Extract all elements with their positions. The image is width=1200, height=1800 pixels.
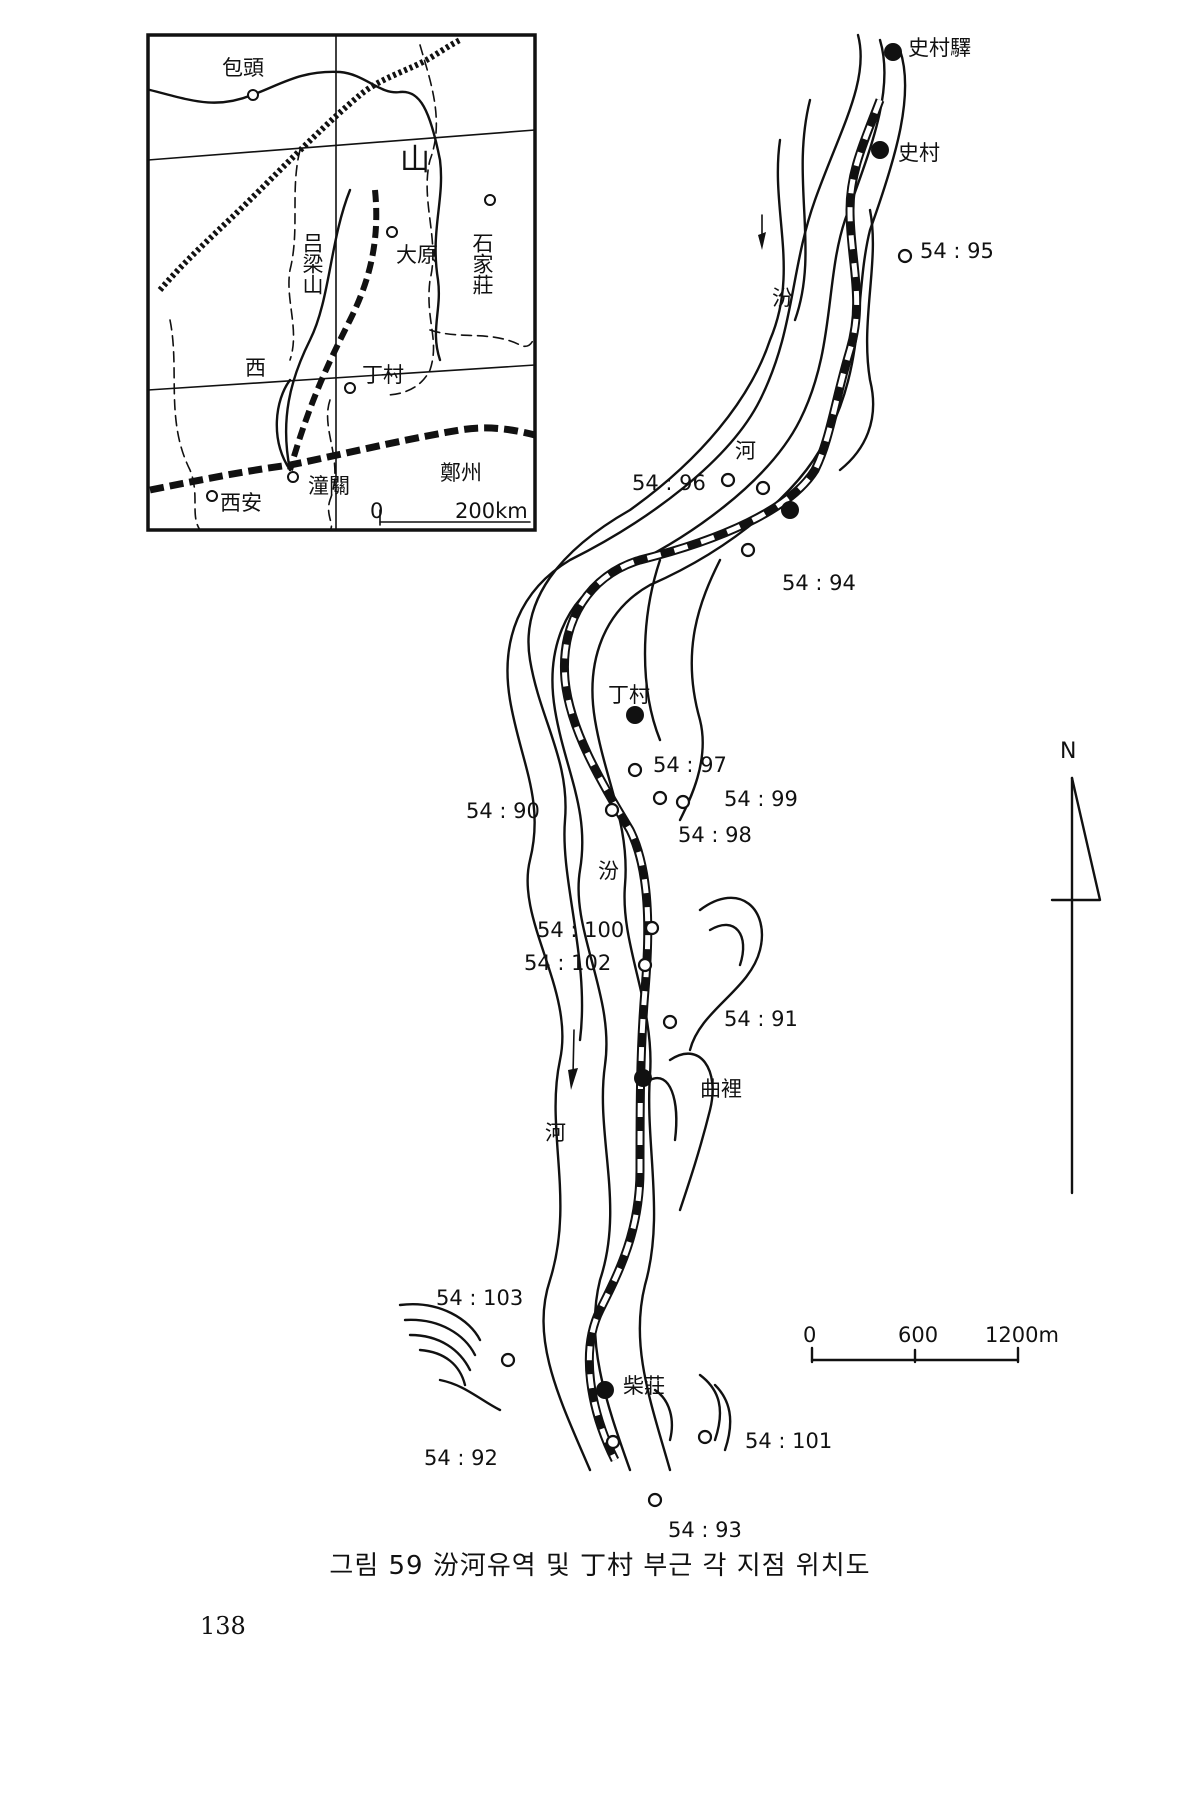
- inset-place-xi: 西: [245, 356, 266, 380]
- inset-place-dingcun: 丁村: [362, 363, 404, 387]
- inset-scale-start: 0: [370, 499, 383, 523]
- north-arrow: N: [1050, 739, 1102, 1195]
- site-label-54-99: 54 : 99: [724, 787, 798, 811]
- site-label-54-103: 54 : 103: [436, 1286, 523, 1310]
- river-label-fen-2: 汾: [598, 859, 619, 883]
- town-label-quli: 曲裡: [700, 1077, 742, 1101]
- town-label-dingcun: 丁村: [608, 683, 650, 707]
- inset-place-shan: 山: [400, 143, 430, 178]
- river-label-fen-1: 汾: [772, 286, 793, 310]
- site-label-54-92: 54 : 92: [424, 1446, 498, 1470]
- north-label: N: [1060, 739, 1076, 764]
- inset-place-baotou: 包頭: [222, 56, 264, 80]
- inset-place-tongguan: 潼關: [308, 474, 350, 498]
- site-label-54-96: 54 : 96: [632, 471, 706, 495]
- site-label-54-102: 54 : 102: [524, 951, 611, 975]
- scale-label-0: 0: [803, 1323, 816, 1347]
- site-label-54-97: 54 : 97: [653, 753, 727, 777]
- town-label-chaizhuang: 柴莊: [623, 1374, 665, 1398]
- inset-scale-end: 200km: [455, 499, 528, 523]
- site-label-54-94: 54 : 94: [782, 571, 856, 595]
- inset-place-taiyuan: 大原: [396, 243, 438, 267]
- inset-place-shijiazhuang: 石家莊: [470, 232, 494, 295]
- site-label-54-95: 54 : 95: [920, 239, 994, 263]
- scale-label-600: 600: [898, 1323, 938, 1347]
- site-label-54-90: 54 : 90: [466, 799, 540, 823]
- scale-label-1200m: 1200m: [985, 1323, 1059, 1347]
- inset-place-xian: 西安: [220, 491, 262, 515]
- figure-caption: 그림 59 汾河유역 및 丁村 부근 각 지점 위치도: [329, 1551, 871, 1581]
- town-label-shicun: 史村: [898, 141, 940, 165]
- river-label-he-2: 河: [545, 1121, 566, 1145]
- scale-bar: 0 600 1200m: [803, 1323, 1059, 1364]
- site-label-54-98: 54 : 98: [678, 823, 752, 847]
- inset-place-zhengzhou: 鄭州: [440, 461, 482, 485]
- page-number: 138: [200, 1612, 246, 1640]
- site-label-54-93: 54 : 93: [668, 1518, 742, 1542]
- site-label-54-91: 54 : 91: [724, 1007, 798, 1031]
- inset-place-lvliangshan: 吕梁山: [300, 232, 324, 295]
- inset-map: 包頭 山 石家莊 吕梁山 大原 西 丁村 西安 潼關 鄭州 0 200km: [146, 33, 537, 532]
- main-map: 汾 河 汾 河 史村驛 史村 丁村 曲裡 柴莊 54 : 95 54 : 96 …: [398, 33, 994, 1542]
- river-label-he-1: 河: [735, 439, 756, 463]
- town-label-shicunyi: 史村驛: [908, 36, 971, 60]
- site-label-54-100: 54 : 100: [537, 918, 624, 942]
- site-label-54-101: 54 : 101: [745, 1429, 832, 1453]
